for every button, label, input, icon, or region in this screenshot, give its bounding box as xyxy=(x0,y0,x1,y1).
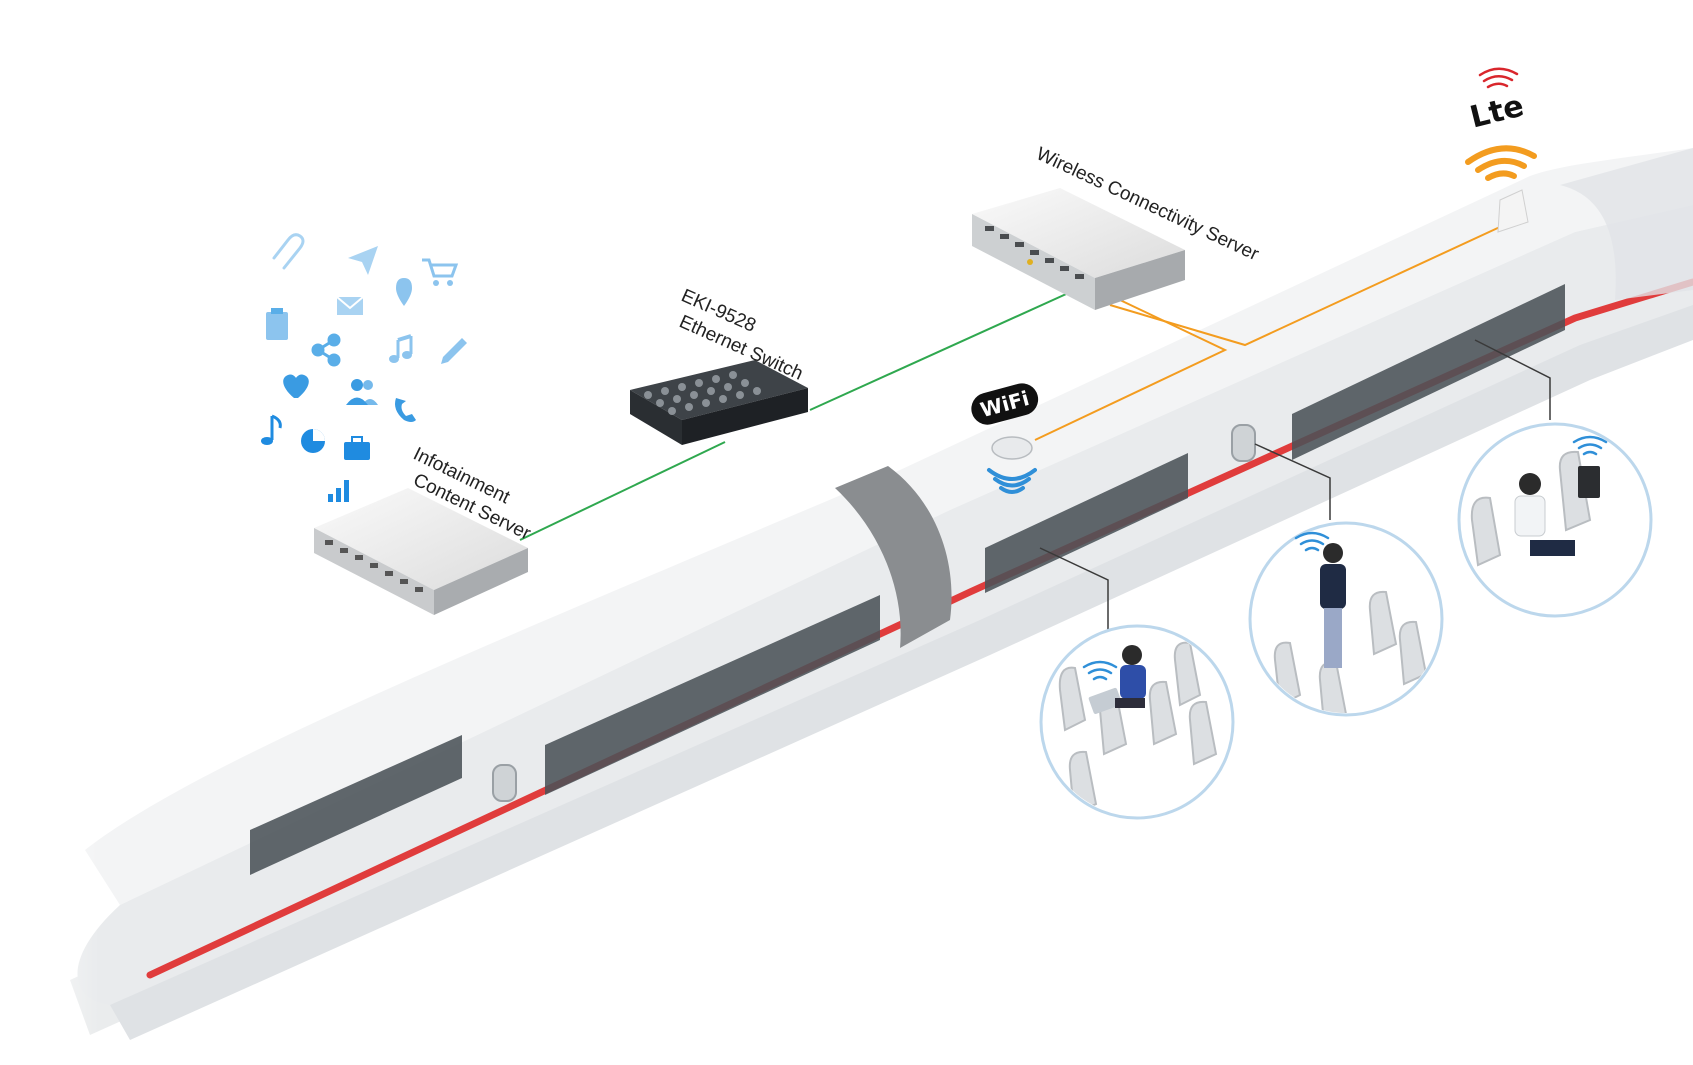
server-ports xyxy=(985,226,1084,279)
scene-phone-passenger xyxy=(1248,521,1444,717)
server-side xyxy=(434,548,528,615)
pie-chart-icon xyxy=(301,429,325,453)
switch-side xyxy=(682,388,808,445)
ethernet-link-server-to-switch xyxy=(519,441,726,541)
train xyxy=(0,148,1693,1065)
ethernet-link-switch-to-wireless xyxy=(809,289,1076,411)
callout-line-3 xyxy=(1474,339,1551,420)
eki-9528-ethernet-switch xyxy=(630,360,808,445)
lte-orange-signal-icon xyxy=(1465,145,1537,181)
single-note-icon xyxy=(261,414,282,445)
briefcase-icon xyxy=(344,436,370,460)
wifi-signal-icon xyxy=(1572,435,1608,456)
heart-icon xyxy=(283,374,309,398)
server-ports xyxy=(325,540,423,592)
access-point-dome xyxy=(991,436,1033,460)
callout-line-1 xyxy=(1039,547,1109,630)
server-top xyxy=(314,488,528,590)
switch-ports xyxy=(644,371,761,415)
person-legs xyxy=(1530,540,1575,556)
location-pin-icon xyxy=(396,278,412,306)
train-lower-body xyxy=(110,305,1693,1040)
laptop xyxy=(1088,687,1122,714)
server-side xyxy=(1095,250,1185,310)
window-3 xyxy=(985,453,1188,593)
callout-line-2 xyxy=(1254,443,1331,520)
scene-laptop-passenger xyxy=(1039,624,1235,820)
switch-front xyxy=(630,390,682,445)
wireless-link-to-lte xyxy=(1109,219,1516,347)
train-nose-fade xyxy=(0,700,400,1065)
person-torso xyxy=(1320,564,1346,609)
paperclip-icon xyxy=(272,233,305,270)
lte-red-signal-icon xyxy=(1478,67,1519,89)
app-icon-cloud xyxy=(261,233,467,502)
wifi-signal-icon xyxy=(1082,660,1118,681)
pencil-icon xyxy=(441,338,467,364)
share-icon xyxy=(311,333,341,367)
cart-icon xyxy=(422,258,459,286)
network-links xyxy=(519,219,1551,630)
mail-icon xyxy=(336,296,364,315)
door-1 xyxy=(492,764,517,802)
person-legs xyxy=(1324,608,1342,668)
switch-top xyxy=(630,360,808,420)
window-4 xyxy=(1292,284,1565,460)
wifi-signal-icon xyxy=(1294,531,1330,552)
person-torso xyxy=(1120,665,1146,699)
door-2 xyxy=(1231,424,1256,462)
wifi-signal-icon xyxy=(987,468,1037,494)
scene-seatback-screen-passenger xyxy=(1457,422,1653,618)
train-rear-cap xyxy=(1560,148,1693,300)
clipboard-icon xyxy=(266,308,288,340)
train-body xyxy=(77,205,1693,1005)
person-torso xyxy=(1514,495,1546,537)
infotainment-content-server xyxy=(314,488,528,615)
window-2 xyxy=(545,595,880,795)
antenna-fin xyxy=(1497,189,1529,233)
person-head xyxy=(1323,543,1343,563)
lte-logo-text: Lte xyxy=(1467,89,1528,136)
bar-chart-icon xyxy=(328,480,349,502)
users-icon xyxy=(346,379,378,405)
server-top xyxy=(972,188,1185,278)
person-head xyxy=(1122,645,1142,665)
person-head xyxy=(1519,473,1541,495)
wireless-connectivity-server xyxy=(972,188,1185,310)
train-doors xyxy=(492,424,1256,802)
paper-plane-icon xyxy=(348,246,378,275)
phone-icon xyxy=(395,398,416,422)
seatback-screen xyxy=(1578,466,1600,498)
train-gangway xyxy=(835,466,952,648)
wireless-link-to-wifi-ap xyxy=(1034,299,1228,441)
music-note-icon xyxy=(389,334,413,363)
